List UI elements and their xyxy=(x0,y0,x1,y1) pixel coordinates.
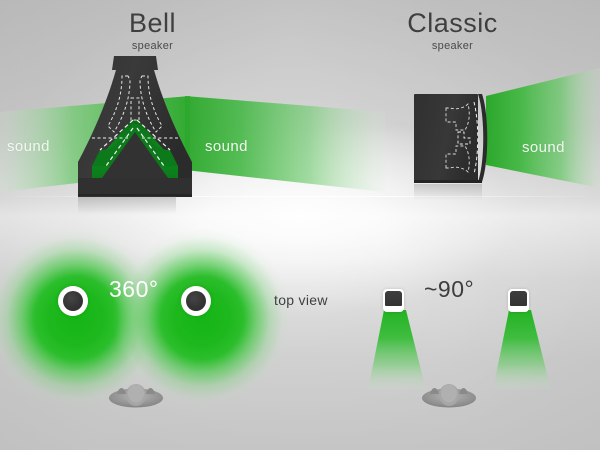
sound-cone-icon-classic xyxy=(486,60,600,202)
box-speaker-top-icon-left xyxy=(383,289,404,312)
classic-title-block: Classic speaker xyxy=(385,8,520,53)
classic-title: Classic xyxy=(407,8,498,38)
horizon-line xyxy=(0,196,600,197)
round-speaker-top-icon-right xyxy=(181,286,211,316)
box-speaker-top-icon-right xyxy=(508,289,529,312)
sound-beam-icon-classic-right xyxy=(493,310,589,394)
sound-glow-icon-bell-right xyxy=(98,228,306,408)
bell-title: Bell xyxy=(128,8,177,38)
sound-cone-icon-bell-left xyxy=(0,60,190,200)
classic-subtitle: speaker xyxy=(431,40,474,52)
bell-title-block: Bell speaker xyxy=(85,8,220,53)
top-view-caption: top view xyxy=(274,292,328,308)
classic-speaker-icon xyxy=(412,92,500,192)
bell-subtitle: speaker xyxy=(131,40,174,52)
sound-glow-icon-bell-left xyxy=(0,228,180,408)
sound-label-classic: sound xyxy=(522,139,565,156)
bell-speaker-icon xyxy=(70,54,200,202)
listener-person-icon-bell xyxy=(108,376,164,412)
sound-cone-icon-bell-right xyxy=(185,60,385,200)
coverage-label-bell: 360° xyxy=(109,276,159,302)
sound-label-bell-left: sound xyxy=(7,138,50,155)
round-speaker-top-icon-left xyxy=(58,286,88,316)
listener-person-icon-classic xyxy=(421,376,477,412)
coverage-label-classic: ~90° xyxy=(424,276,475,302)
classic-speaker-reflection xyxy=(414,184,482,200)
sound-beam-icon-classic-left xyxy=(368,310,464,394)
sound-label-bell-right: sound xyxy=(205,138,248,155)
bell-speaker-reflection xyxy=(78,196,176,214)
